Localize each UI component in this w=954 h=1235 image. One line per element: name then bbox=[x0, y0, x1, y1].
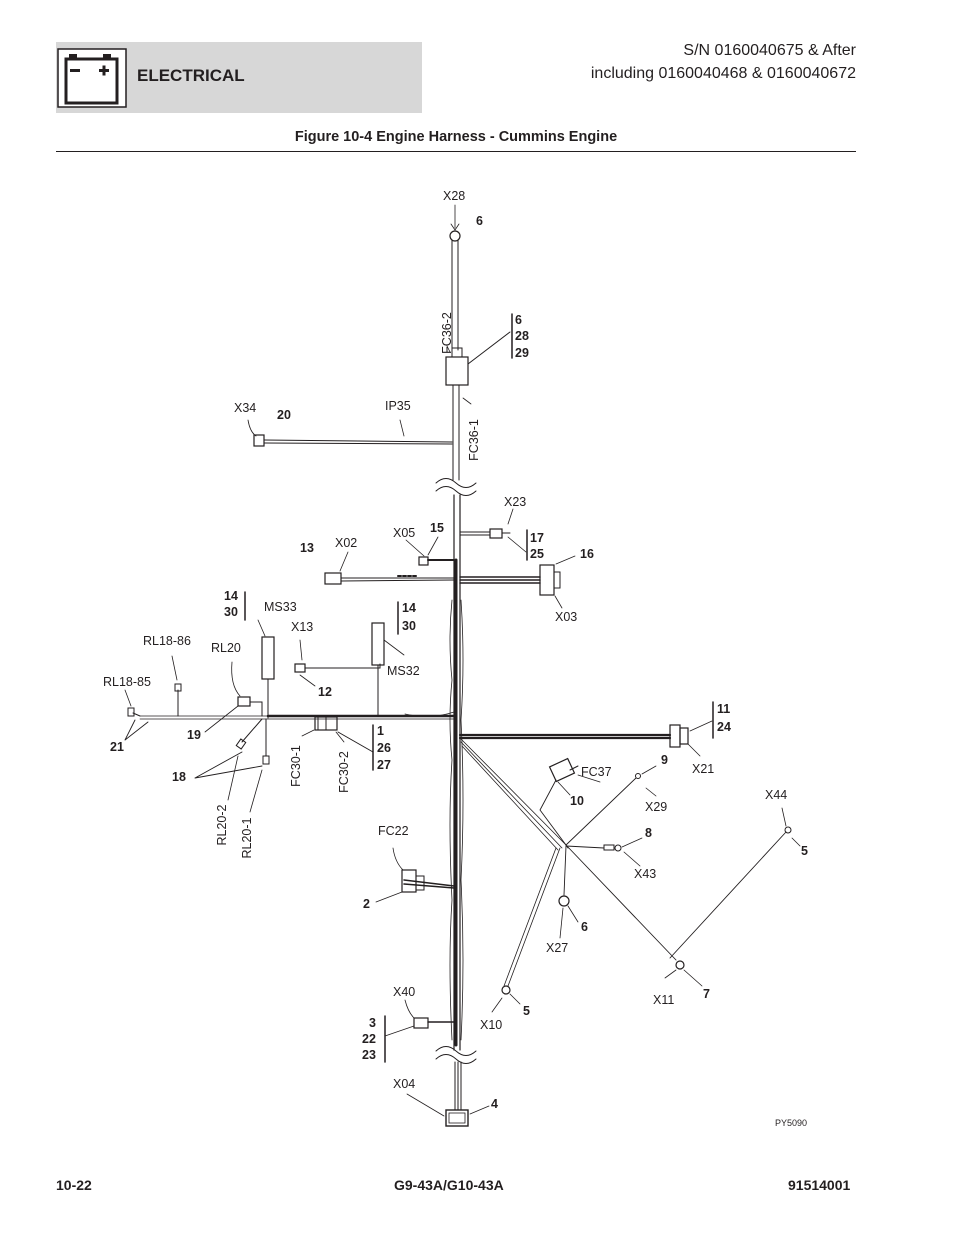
label-rl18-86: RL18-86 bbox=[143, 634, 191, 648]
callout-x27: 6 bbox=[581, 920, 588, 934]
label-rl20-2: RL20-2 bbox=[215, 804, 229, 845]
label-ms32: MS32 bbox=[387, 664, 420, 678]
label-x40: X40 bbox=[393, 985, 415, 999]
callout-x40-b: 22 bbox=[362, 1032, 376, 1046]
callout-fc30-a: 1 bbox=[377, 724, 384, 738]
page-number: 10-22 bbox=[56, 1177, 92, 1193]
label-fc36-1: FC36-1 bbox=[467, 419, 481, 461]
callout-x03: 16 bbox=[580, 547, 594, 561]
callout-fc22: 2 bbox=[363, 897, 370, 911]
callout-x21-b: 24 bbox=[717, 720, 731, 734]
callout-x11: 7 bbox=[703, 987, 710, 1001]
label-x28: X28 bbox=[443, 189, 465, 203]
label-x29: X29 bbox=[645, 800, 667, 814]
callout-ms32-a: 14 bbox=[402, 601, 416, 615]
callout-x02: 13 bbox=[300, 541, 314, 555]
callout-x13: 12 bbox=[318, 685, 332, 699]
label-x10: X10 bbox=[480, 1018, 502, 1032]
main-trunk bbox=[435, 239, 477, 1111]
section-title: ELECTRICAL bbox=[137, 66, 245, 85]
label-x11: X11 bbox=[653, 993, 674, 1007]
label-ms33: MS33 bbox=[264, 600, 297, 614]
figure-code: PY5090 bbox=[775, 1118, 807, 1128]
callout-ms32-b: 30 bbox=[402, 619, 416, 633]
label-x03: X03 bbox=[555, 610, 577, 624]
callout-rl20: 19 bbox=[187, 728, 201, 742]
label-x34: X34 bbox=[234, 401, 256, 415]
label-fc30-2: FC30-2 bbox=[337, 751, 351, 793]
callout-fc36-c: 29 bbox=[515, 346, 529, 360]
label-x43: X43 bbox=[634, 867, 656, 881]
callout-x44: 5 bbox=[801, 844, 808, 858]
callout-x23-b: 25 bbox=[530, 547, 544, 561]
label-x02: X02 bbox=[335, 536, 357, 550]
callout-x29: 9 bbox=[661, 753, 668, 767]
label-x13: X13 bbox=[291, 620, 313, 634]
model-number: G9-43A/G10-43A bbox=[394, 1177, 504, 1193]
callout-fc30-c: 27 bbox=[377, 758, 391, 772]
label-rl20: RL20 bbox=[211, 641, 241, 655]
label-x23: X23 bbox=[504, 495, 526, 509]
callout-x10: 5 bbox=[523, 1004, 530, 1018]
label-fc30-1: FC30-1 bbox=[289, 745, 303, 787]
label-ip35: IP35 bbox=[385, 399, 411, 413]
figure-title: Figure 10-4 Engine Harness - Cummins Eng… bbox=[294, 129, 618, 145]
callout-x34: 20 bbox=[277, 408, 291, 422]
callout-x28: 6 bbox=[476, 214, 483, 228]
label-x04: X04 bbox=[393, 1077, 415, 1091]
label-fc36-2: FC36-2 bbox=[440, 312, 454, 354]
label-rl20-1: RL20-1 bbox=[240, 817, 254, 858]
callout-ms33-a: 14 bbox=[224, 589, 238, 603]
serial-number-line-1: S/N 0160040675 & After bbox=[683, 42, 856, 59]
callout-fc36-a: 6 bbox=[515, 313, 522, 327]
label-fc37: FC37 bbox=[581, 765, 612, 779]
battery-icon bbox=[57, 48, 127, 108]
header-divider bbox=[56, 151, 856, 152]
label-x21: X21 bbox=[692, 762, 714, 776]
callout-fc36-b: 28 bbox=[515, 329, 529, 343]
callout-x40-c: 23 bbox=[362, 1048, 376, 1062]
callout-x40-a: 3 bbox=[369, 1016, 376, 1030]
callout-rl18: 21 bbox=[110, 740, 124, 754]
label-x27: X27 bbox=[546, 941, 568, 955]
callout-x05: 15 bbox=[430, 521, 444, 535]
document-number: 91514001 bbox=[788, 1177, 851, 1193]
callout-x21-a: 11 bbox=[717, 702, 730, 716]
callout-x43: 8 bbox=[645, 826, 652, 840]
label-x05: X05 bbox=[393, 526, 415, 540]
callout-ms33-b: 30 bbox=[224, 605, 238, 619]
callout-rl20-wires: 18 bbox=[172, 770, 186, 784]
label-fc22: FC22 bbox=[378, 824, 409, 838]
callout-fc30-b: 26 bbox=[377, 741, 391, 755]
callout-x04: 4 bbox=[491, 1097, 498, 1111]
callout-fc37: 10 bbox=[570, 794, 584, 808]
label-x44: X44 bbox=[765, 788, 787, 802]
callout-x23-a: 17 bbox=[530, 531, 544, 545]
label-rl18-85: RL18-85 bbox=[103, 675, 151, 689]
serial-number-line-2: including 0160040468 & 0160040672 bbox=[590, 65, 856, 82]
